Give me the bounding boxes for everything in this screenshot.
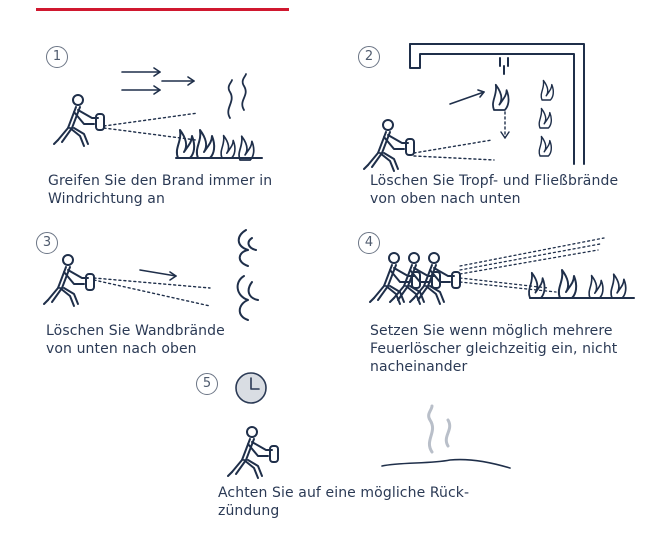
step-4-caption: Setzen Sie wenn möglich mehrere Feuerlös…	[370, 322, 617, 376]
caption-line: Löschen Sie Wandbrände	[46, 323, 225, 339]
firefighter-icon	[363, 119, 415, 172]
step-2-illustration	[363, 43, 585, 172]
fire-icon	[528, 269, 635, 299]
pipe-icon	[409, 43, 575, 165]
wall-fire-icon	[236, 229, 259, 321]
step-number-5: 5	[196, 373, 218, 395]
wall-flames-icon	[538, 79, 555, 157]
smoke-icon	[227, 73, 247, 119]
accent-bar	[36, 8, 289, 11]
caption-line: Setzen Sie wenn möglich mehrere	[370, 323, 613, 339]
caption-line: Feuerlöscher gleichzeitig ein, nicht	[370, 341, 618, 357]
fire-icon	[175, 129, 263, 161]
caption-line: von unten nach oben	[46, 341, 197, 357]
firefighter-icon	[43, 254, 95, 307]
step-1-illustration	[53, 67, 263, 161]
step-1-caption: Greifen Sie den Brand immer in Windricht…	[48, 172, 272, 208]
step-number-2: 2	[358, 46, 380, 68]
step-number-1: 1	[46, 46, 68, 68]
step-3-illustration	[43, 229, 259, 321]
step-3-caption: Löschen Sie Wandbrände von unten nach ob…	[46, 322, 225, 358]
step-2-caption: Löschen Sie Tropf- und Fließbrände von o…	[370, 172, 618, 208]
caption-line: Windrichtung an	[48, 191, 165, 207]
firefighter-icon	[53, 94, 105, 147]
caption-line: von oben nach unten	[370, 191, 521, 207]
step-5-illustration	[227, 372, 511, 479]
dripping-fire-icon	[492, 83, 510, 139]
smoke-icon	[427, 404, 452, 454]
caption-line: Greifen Sie den Brand immer in	[48, 173, 273, 189]
caption-line: Achten Sie auf eine mögliche Rück-	[218, 485, 470, 501]
step-4-illustration	[369, 237, 635, 305]
caption-line: Löschen Sie Tropf- und Fließbrände	[370, 173, 619, 189]
caption-line: zündung	[218, 503, 280, 519]
caption-line: nacheinander	[370, 359, 468, 375]
clock-icon	[235, 372, 267, 404]
step-5-caption: Achten Sie auf eine mögliche Rück- zündu…	[218, 484, 469, 520]
firefighter-icon	[227, 426, 279, 479]
wind-arrows	[121, 67, 195, 95]
step-number-4: 4	[358, 232, 380, 254]
ground-line	[381, 458, 511, 469]
step-number-3: 3	[36, 232, 58, 254]
